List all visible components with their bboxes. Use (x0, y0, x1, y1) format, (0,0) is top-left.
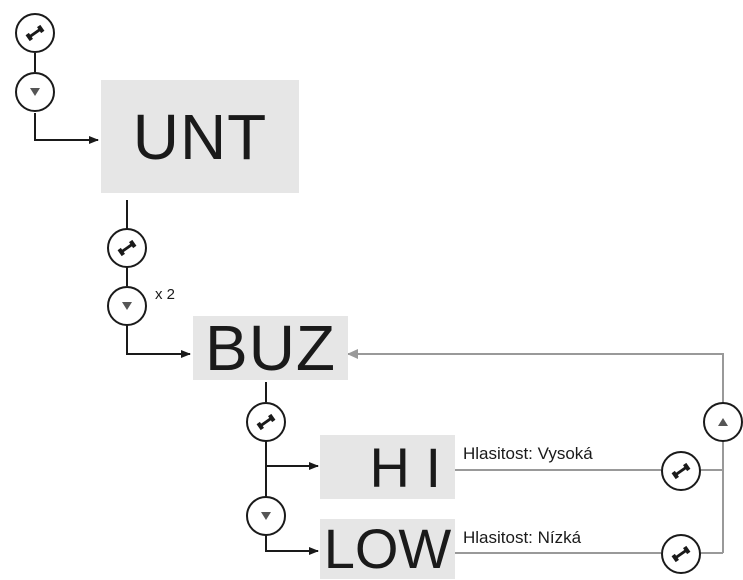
wrench-icon[interactable] (661, 534, 701, 574)
up-arrow-icon[interactable] (703, 402, 743, 442)
repeat-label: x 2 (155, 286, 176, 303)
menu-label-buz: BUZ (205, 312, 336, 384)
menu-label-low: LOW (323, 517, 452, 580)
low-description: Hlasitost: Nízká (463, 528, 582, 547)
wrench-icon[interactable] (246, 402, 286, 442)
down-arrow-icon[interactable] (246, 496, 286, 536)
menu-label-hi: H I (369, 435, 441, 499)
menu-box-hi: H I (320, 435, 455, 499)
return-arrow-to-buz (347, 349, 724, 403)
wrench-icon[interactable] (107, 228, 147, 268)
menu-box-buz: BUZ (193, 312, 348, 384)
wrench-icon[interactable] (661, 451, 701, 491)
menu-label-unt: UNT (132, 100, 268, 173)
arrow-to-buz (126, 325, 191, 358)
menu-box-low: LOW (320, 519, 455, 579)
arrow-to-unt (34, 113, 99, 144)
menu-box-unt: UNT (101, 80, 299, 193)
arrow-to-low (265, 535, 319, 555)
hi-description: Hlasitost: Vysoká (463, 444, 593, 463)
wrench-icon[interactable] (15, 13, 55, 53)
down-arrow-icon[interactable] (107, 286, 147, 326)
down-arrow-icon[interactable] (15, 72, 55, 112)
